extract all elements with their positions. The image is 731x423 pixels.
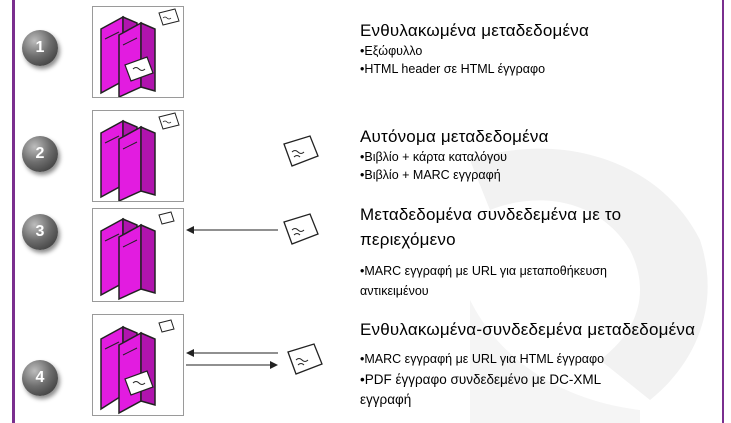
item-line: αντικειμένου [360, 284, 429, 298]
item-title: Αυτόνομα μεταδεδομένα [360, 127, 549, 146]
item-row-3: 3 Μεταδεδομένα συνδεδεμένα με το περιεχό… [0, 204, 731, 304]
item-line: •PDF έγγραφο συνδεδεμένο με DC-XML [360, 372, 602, 387]
item-line: •MARC εγγραφή με URL για HTML έγγραφο [360, 352, 605, 366]
number-badge: 2 [22, 136, 58, 172]
double-arrow-icon [186, 349, 278, 369]
frame-left-border [12, 0, 15, 423]
books-stack-icon [92, 314, 184, 416]
number-badge: 4 [22, 360, 58, 396]
item-line: •Εξώφυλλο [360, 44, 423, 58]
item-line: •Βιβλίο + MARC εγγραφή [360, 168, 501, 182]
left-arrow-icon [186, 226, 278, 234]
item-row-2: 2 Αυτόνομα μεταδεδομένα •Βιβλίο + κάρτα … [0, 106, 731, 206]
books-stack-icon [92, 208, 184, 302]
item-title: Μεταδεδομένα συνδεδεμένα με το [360, 205, 622, 224]
number-badge: 1 [22, 30, 58, 66]
item-line: •HTML header σε HTML έγγραφο [360, 62, 546, 76]
metadata-card-icon [287, 343, 323, 375]
number-badge: 3 [22, 214, 58, 250]
books-stack-icon [92, 6, 184, 99]
metadata-card-icon [283, 135, 319, 167]
item-title: Ενθυλακωμένα μεταδεδομένα [360, 21, 589, 40]
item-line: •Βιβλίο + κάρτα καταλόγου [360, 150, 507, 164]
frame-right-border [722, 0, 724, 423]
item-title-continued: περιεχόμενο [360, 230, 456, 249]
metadata-card-icon [283, 213, 319, 245]
item-title: Ενθυλακωμένα-συνδεδεμένα μεταδεδομένα [360, 320, 696, 339]
item-row-4: 4 Ενθυλακωμένα-συνδεδεμένα μεταδεδομένα … [0, 312, 731, 423]
item-row-1: 1 Ενθυλακωμένα μεταδεδομένα •Εξώφυλλο •H… [0, 0, 731, 100]
books-stack-icon [92, 110, 184, 203]
item-line: •MARC εγγραφή με URL για μεταποθήκευση [360, 264, 607, 278]
item-line: εγγραφή [360, 392, 412, 407]
